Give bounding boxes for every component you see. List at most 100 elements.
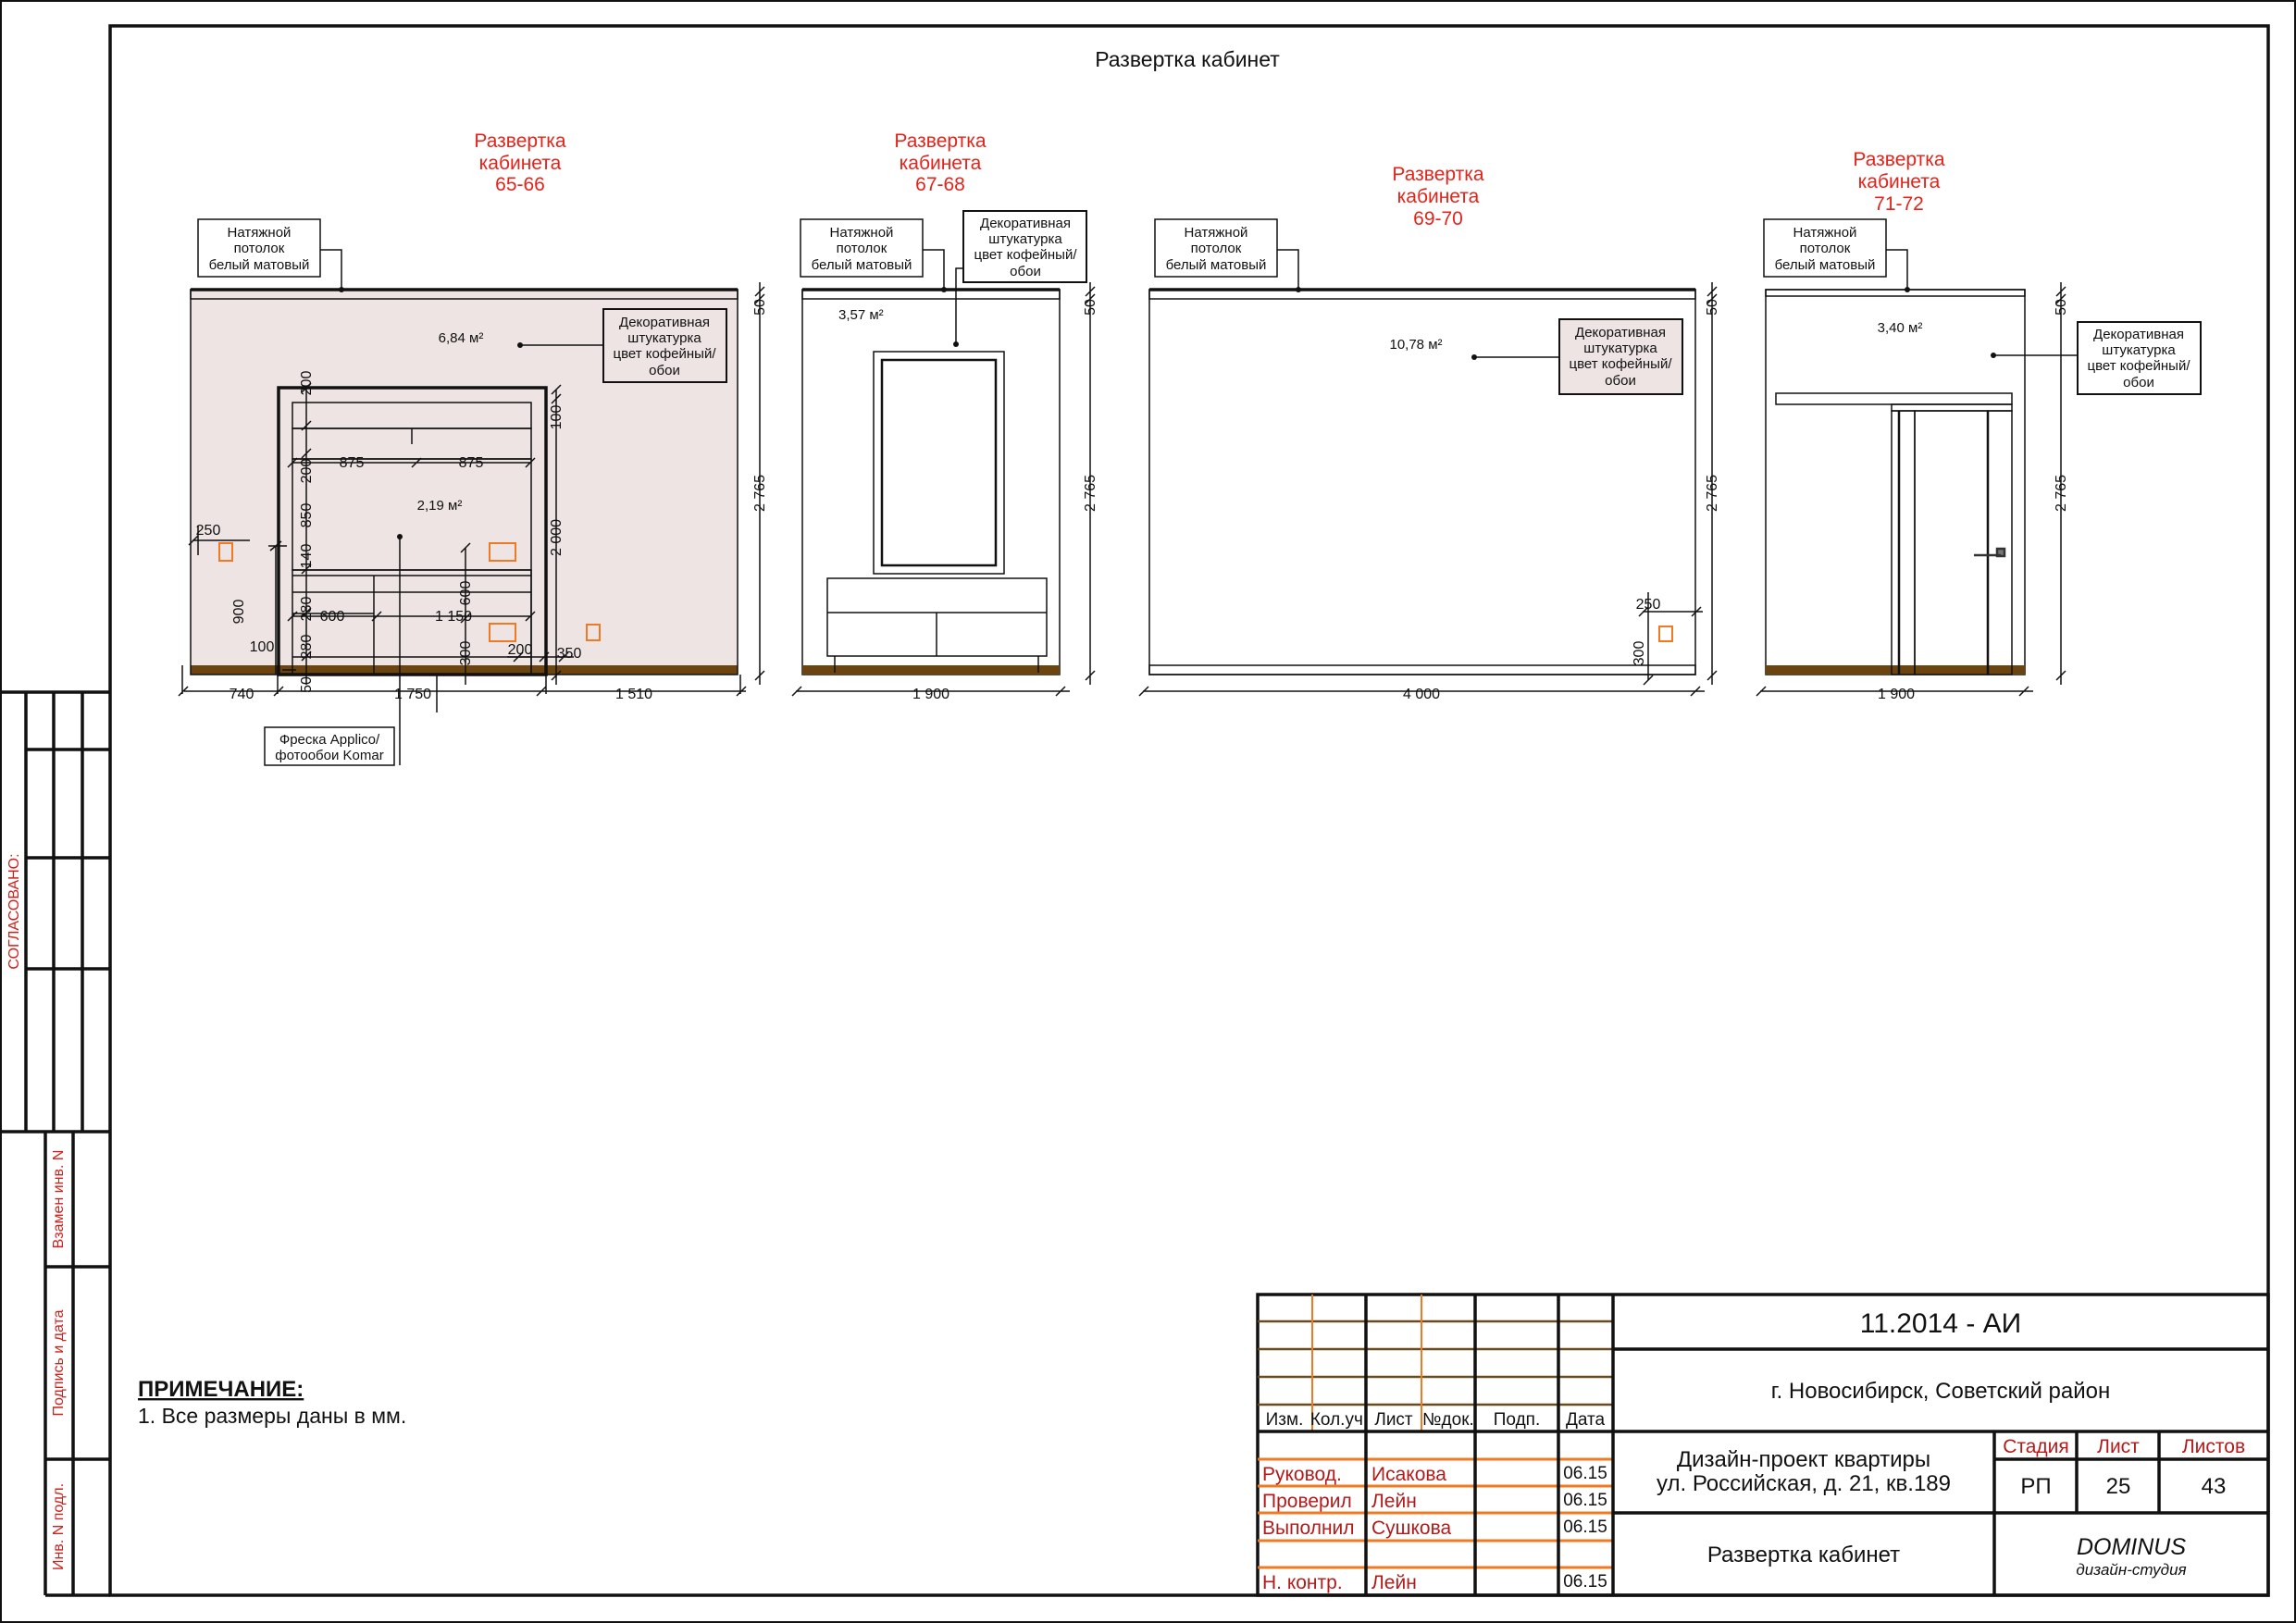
- elevation-title: 65-66: [495, 174, 545, 195]
- dim-label: 350: [557, 646, 582, 662]
- wall-area: 3,40 м²: [1878, 320, 1923, 336]
- mirror: [873, 351, 1005, 575]
- elevation-title: Развертка: [474, 130, 565, 152]
- dim-label: 300: [1632, 641, 1647, 666]
- socket-icon: [586, 624, 601, 641]
- dim-label: 1 510: [615, 687, 652, 702]
- callout-text: штукатурка: [1583, 341, 1657, 356]
- dim-label: 200: [299, 371, 315, 396]
- callout-text: потолок: [837, 241, 887, 256]
- elevation-71-72: Развертка кабинета 71-72 3,40 м² 1 900 2…: [1756, 149, 2202, 702]
- name: Сушкова: [1371, 1518, 1452, 1539]
- callout-text: белый матовый: [209, 257, 310, 273]
- dim-label: 600: [320, 609, 345, 625]
- dim-label: 2 000: [549, 519, 565, 556]
- dim-label: 50: [299, 676, 315, 693]
- role-row: Проверил Лейн 06.15: [1262, 1491, 1607, 1512]
- dim-label: 100: [549, 405, 565, 430]
- callout-text: штукатурка: [988, 231, 1062, 247]
- name: Исакова: [1371, 1464, 1446, 1485]
- ceiling-callout: Натяжной потолок белый матовый: [1763, 218, 1910, 292]
- callout-text: Фреска Applico/: [279, 732, 380, 748]
- plinth: [191, 665, 738, 675]
- callout-text: обои: [1605, 373, 1636, 389]
- ceiling-callout: Натяжной потолок белый матовый: [1154, 218, 1301, 292]
- elevation-title: 71-72: [1874, 193, 1924, 215]
- date: 06.15: [1563, 1491, 1607, 1510]
- dim-label: 200: [508, 642, 533, 658]
- studio-logo: DOMINUS: [2077, 1534, 2186, 1560]
- callout-text: Декоративная: [1575, 325, 1666, 341]
- fresco-callout: Фреска Applico/ фотообои Komar: [264, 726, 395, 766]
- location: г. Новосибирск, Советский район: [1771, 1379, 2111, 1404]
- note-text: 1. Все размеры даны в мм.: [138, 1404, 406, 1428]
- role-row: Выполнил Сушкова 06.15: [1262, 1518, 1607, 1539]
- agreed-label: СОГЛАСОВАНО:: [6, 853, 22, 969]
- stage-value: РП: [2020, 1474, 2051, 1499]
- callout-text: цвет кофейный/: [2087, 358, 2191, 374]
- signature-date-label: Подпись и дата: [51, 1309, 67, 1416]
- switch-icon: [218, 542, 233, 562]
- elevation-title: кабинета: [1858, 171, 1941, 192]
- door-handle-icon: [1974, 547, 2006, 558]
- dim-label: 300: [458, 641, 474, 666]
- callout-text: белый матовый: [1775, 257, 1876, 273]
- header-date: Дата: [1566, 1410, 1606, 1430]
- side-stamp: СОГЛАСОВАНО: Взамен инв. N Подпись и дат…: [0, 690, 110, 1597]
- plaster-callout: Декоративная штукатурка цвет кофейный/ о…: [1993, 321, 2202, 395]
- inner-frame: [108, 24, 2270, 1597]
- callout-text: Натяжной: [1793, 225, 1857, 241]
- double-socket-icon: [489, 623, 516, 642]
- callout-text: обои: [649, 363, 680, 378]
- dim-label: 200: [299, 459, 315, 484]
- wall-area: 6,84 м²: [439, 330, 484, 346]
- header-izm: Изм.: [1266, 1410, 1304, 1430]
- dim-label: 1 150: [435, 609, 472, 625]
- sheet-label: Лист: [2097, 1436, 2140, 1457]
- header-kol: Кол.уч.: [1310, 1410, 1368, 1430]
- role: Н. контр.: [1262, 1572, 1343, 1593]
- callout-text: потолок: [1800, 241, 1851, 256]
- header-sign: Подп.: [1494, 1410, 1540, 1430]
- callout-text: потолок: [1191, 241, 1242, 256]
- callout-text: цвет кофейный/: [613, 346, 716, 362]
- elevation-title: Развертка: [894, 130, 986, 152]
- date: 06.15: [1563, 1464, 1607, 1483]
- callout-text: Декоративная: [619, 315, 710, 330]
- role: Руковод.: [1262, 1464, 1342, 1485]
- sliding-door: [1775, 392, 2013, 675]
- dim-label: 4 000: [1403, 687, 1440, 702]
- elevation-title: Развертка: [1853, 149, 1944, 170]
- dim-label: 875: [340, 455, 365, 471]
- callout-text: штукатурка: [2102, 342, 2176, 358]
- callout-text: обои: [2123, 375, 2154, 390]
- title-block: Изм. Кол.уч. Лист №док. Подп. Дата Руков…: [1256, 1293, 2270, 1597]
- wall: [1765, 289, 2026, 675]
- callout-text: Натяжной: [228, 225, 292, 241]
- dim-label: 50: [1705, 299, 1720, 316]
- elevation-title: 69-70: [1413, 208, 1463, 229]
- dim-label: 1 900: [1878, 687, 1915, 702]
- dim-label: 250: [1636, 597, 1661, 613]
- plaster-callout: Декоративная штукатурка цвет кофейный/ о…: [955, 210, 1087, 344]
- callout-text: штукатурка: [627, 330, 701, 346]
- ceiling-callout: Натяжной потолок белый матовый: [197, 218, 344, 292]
- callout-text: Натяжной: [1185, 225, 1248, 241]
- role-row: Н. контр. Лейн 06.15: [1262, 1572, 1607, 1593]
- wall-area: 3,57 м²: [838, 307, 884, 323]
- callout-text: белый матовый: [812, 257, 912, 273]
- dim-label: 2 765: [2054, 475, 2069, 512]
- role: Проверил: [1262, 1491, 1352, 1512]
- wall-area: 10,78 м²: [1389, 337, 1442, 353]
- dim-label: 900: [231, 600, 247, 625]
- fresco-area: 2,19 м²: [417, 498, 463, 514]
- dim-label: 2 765: [752, 475, 768, 512]
- ceiling-callout: Натяжной потолок белый матовый: [800, 218, 947, 292]
- elevation-69-70: Развертка кабинета 69-70 10,78 м² 4 000 …: [1138, 164, 1720, 702]
- elevation-title: Развертка: [1392, 164, 1483, 185]
- callout-text: цвет кофейный/: [1569, 356, 1672, 372]
- name: Лейн: [1371, 1491, 1417, 1512]
- sheet-name: Развертка кабинет: [1707, 1542, 1900, 1567]
